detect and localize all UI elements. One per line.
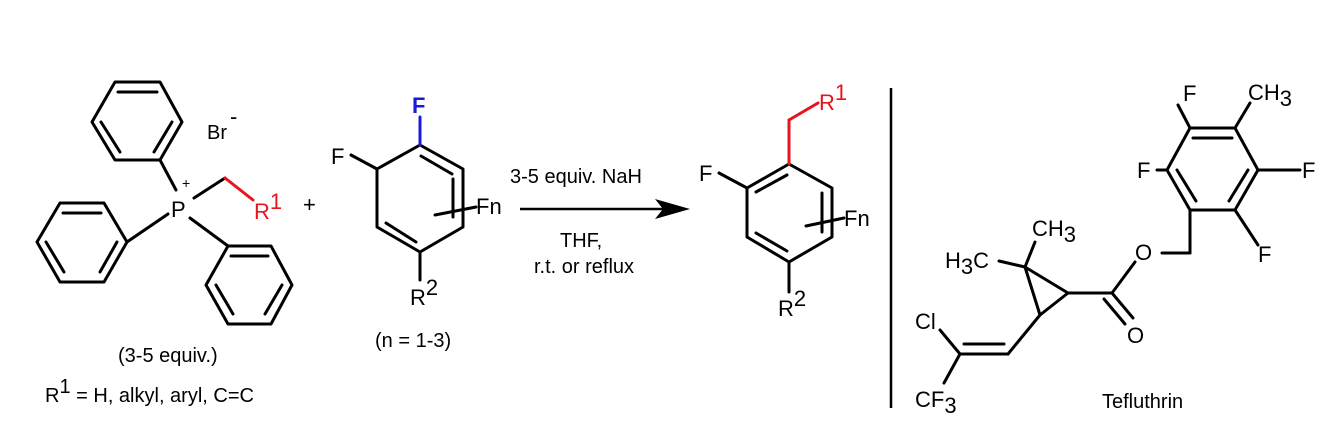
bond-ring-f-bottom — [1233, 208, 1260, 247]
bond-p-phenyl-bottom — [188, 216, 230, 248]
tefluthrin-ch3-top: CH3 — [1248, 80, 1292, 111]
cyclopropane-ring — [1023, 265, 1070, 317]
reaction-arrow-group: 3-5 equiv. NaH THF, r.t. or reflux — [510, 166, 690, 278]
tefluthrin-cf3: CF3 — [915, 387, 957, 418]
bond-ch2-r1-product — [787, 101, 820, 122]
conditions-above: 3-5 equiv. NaH — [510, 166, 642, 188]
product-r2-label: R2 — [778, 286, 806, 321]
bromide-charge: - — [230, 104, 237, 129]
bond-p-ch2 — [192, 176, 227, 200]
bond-fn — [433, 205, 478, 217]
tefluthrin-o-ester: O — [1135, 240, 1152, 265]
tefluthrin-h3c: H3C — [945, 248, 989, 279]
conditions-temperature: r.t. or reflux — [534, 256, 634, 278]
phenyl-ring-bottom — [204, 244, 294, 326]
tefluthrin-f-top: F — [1183, 81, 1196, 106]
r2-label: R2 — [410, 275, 438, 310]
phosphonium-salt: P + R1 Br - (3-5 equiv.) R1 = H, alkyl, … — [35, 80, 294, 407]
phosphorus-atom: P — [171, 197, 186, 222]
conditions-solvent: THF, — [560, 230, 602, 252]
bond-c-o-double-a — [1110, 291, 1135, 320]
tefluthrin-f-right: F — [1302, 158, 1315, 183]
tefluthrin-f-bottom: F — [1258, 242, 1271, 267]
r1-label: R1 — [254, 189, 282, 224]
n-range-label: (n = 1-3) — [375, 330, 451, 352]
bond-c-f-product — [717, 171, 749, 190]
bromide-counterion: Br — [207, 122, 227, 144]
polyfluoroarene: F F Fn R2 (n = 1-3) — [331, 93, 502, 352]
product-fn-label: Fn — [844, 206, 870, 231]
bond-c-f-ortho — [349, 153, 379, 171]
tefluthrin-cl: Cl — [915, 309, 936, 334]
bond-ring-ch3 — [1233, 101, 1252, 130]
bond-cp-ch3 — [1023, 240, 1037, 269]
product-fluorine: F — [699, 161, 712, 186]
plus-sign: + — [303, 192, 316, 217]
bond-ch2-r1 — [223, 176, 255, 202]
product-r1-label: R1 — [819, 80, 847, 115]
bond-o-carbonyl-c — [1110, 260, 1137, 295]
fluorine-highlight: F — [412, 93, 425, 118]
tefluthrin-name: Tefluthrin — [1102, 391, 1183, 413]
bond-fn-product — [804, 216, 846, 228]
bond-cp-vinyl — [1006, 313, 1042, 356]
phenyl-ring-top — [90, 80, 184, 162]
arrow-head — [655, 199, 690, 219]
bond-c-o-double-b — [1102, 297, 1127, 326]
bond-p-phenyl-top — [158, 158, 178, 192]
product: R1 F Fn R2 — [699, 80, 870, 321]
tefluthrin-o-carbonyl: O — [1127, 323, 1144, 348]
reagent1-equiv-label: (3-5 equiv.) — [118, 345, 218, 367]
tefluthrin-ch3-gem: CH3 — [1032, 216, 1076, 247]
bond-p-phenyl-left — [125, 212, 170, 244]
fn-label: Fn — [476, 194, 502, 219]
cation-charge: + — [182, 175, 190, 191]
tefluthrin-f-left: F — [1137, 158, 1150, 183]
tefluthrin-structure: F CH3 F F F O O CH3 H3C Cl CF3 Tefluthri… — [915, 80, 1315, 418]
phenyl-ring-left — [35, 201, 129, 284]
bond-ring-f-top — [1176, 103, 1192, 130]
bond-cp-h3c — [997, 259, 1027, 269]
bond-c-cf3 — [942, 352, 962, 385]
bond-c-cl — [938, 328, 962, 356]
fluorine-ortho: F — [331, 144, 344, 169]
r1-definition: R1 = H, alkyl, aryl, C=C — [45, 376, 254, 407]
